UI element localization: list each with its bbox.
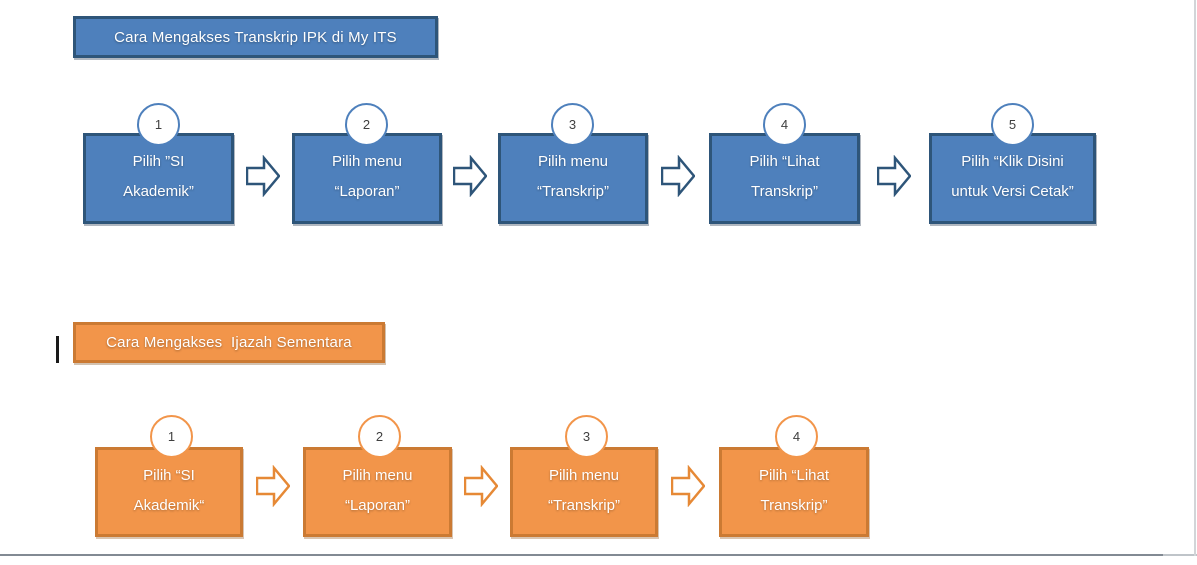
flow1-step3-box: Pilih menu “Transkrip” [498, 133, 648, 224]
page-edge-bottom [0, 554, 1163, 556]
step-label: Pilih menu “Laporan” [342, 467, 413, 514]
step-label: Pilih “Lihat Transkrip” [758, 467, 830, 514]
flow1-title-box: Cara Mengakses Transkrip IPK di My ITS [73, 16, 438, 58]
flow1-step2-box: Pilih menu “Laporan” [292, 133, 442, 224]
step-number: 1 [154, 117, 163, 132]
flow2-step2-box: Pilih menu “Laporan” [303, 447, 452, 537]
flow1-step4-number-badge: 4 [763, 103, 806, 146]
step-number: 4 [780, 117, 789, 132]
step-number: 4 [792, 429, 801, 444]
flow1-step4-box: Pilih “Lihat Transkrip” [709, 133, 860, 224]
step-number: 2 [375, 429, 384, 444]
step-number: 1 [167, 429, 176, 444]
step-number: 3 [568, 117, 577, 132]
flow1-step1-number-badge: 1 [137, 103, 180, 146]
page-edge-bottom-right [1163, 554, 1197, 556]
text-cursor [56, 336, 59, 363]
flow2-step1-box: Pilih “SI Akademik“ [95, 447, 243, 537]
flow1-step5-number-badge: 5 [991, 103, 1034, 146]
step-label: Pilih “SI Akademik“ [133, 467, 205, 514]
flow2-step3-box: Pilih menu “Transkrip” [510, 447, 658, 537]
step-number: 3 [582, 429, 591, 444]
flow2-step4-box: Pilih “Lihat Transkrip” [719, 447, 869, 537]
flow2-title-box: Cara Mengakses Ijazah Sementara [73, 322, 385, 363]
arrow-right-icon [671, 465, 705, 507]
step-label: Pilih “Lihat Transkrip” [749, 153, 820, 200]
flow1-step3-number-badge: 3 [551, 103, 594, 146]
step-number: 5 [1008, 117, 1017, 132]
arrow-right-icon [661, 155, 695, 197]
step-label: Pilih menu “Transkrip” [548, 467, 620, 514]
flow2-step4-number-badge: 4 [775, 415, 818, 458]
step-label: Pilih “Klik Disini untuk Versi Cetak” [951, 153, 1074, 200]
flow2-step2-number-badge: 2 [358, 415, 401, 458]
flow1-title: Cara Mengakses Transkrip IPK di My ITS [114, 28, 397, 46]
arrow-right-icon [877, 155, 911, 197]
arrow-right-icon [256, 465, 290, 507]
step-label: Pilih menu “Laporan” [331, 153, 403, 200]
flow2-step3-number-badge: 3 [565, 415, 608, 458]
flow2-title: Cara Mengakses Ijazah Sementara [106, 334, 352, 351]
arrow-right-icon [453, 155, 487, 197]
flow2-step1-number-badge: 1 [150, 415, 193, 458]
step-number: 2 [362, 117, 371, 132]
flow1-step1-box: Pilih ”SI Akademik” [83, 133, 234, 224]
step-label: Pilih ”SI Akademik” [123, 153, 194, 200]
flow1-step5-box: Pilih “Klik Disini untuk Versi Cetak” [929, 133, 1096, 224]
step-label: Pilih menu “Transkrip” [537, 153, 609, 200]
page-edge-right [1194, 0, 1196, 556]
arrow-right-icon [246, 155, 280, 197]
flow1-step2-number-badge: 2 [345, 103, 388, 146]
arrow-right-icon [464, 465, 498, 507]
